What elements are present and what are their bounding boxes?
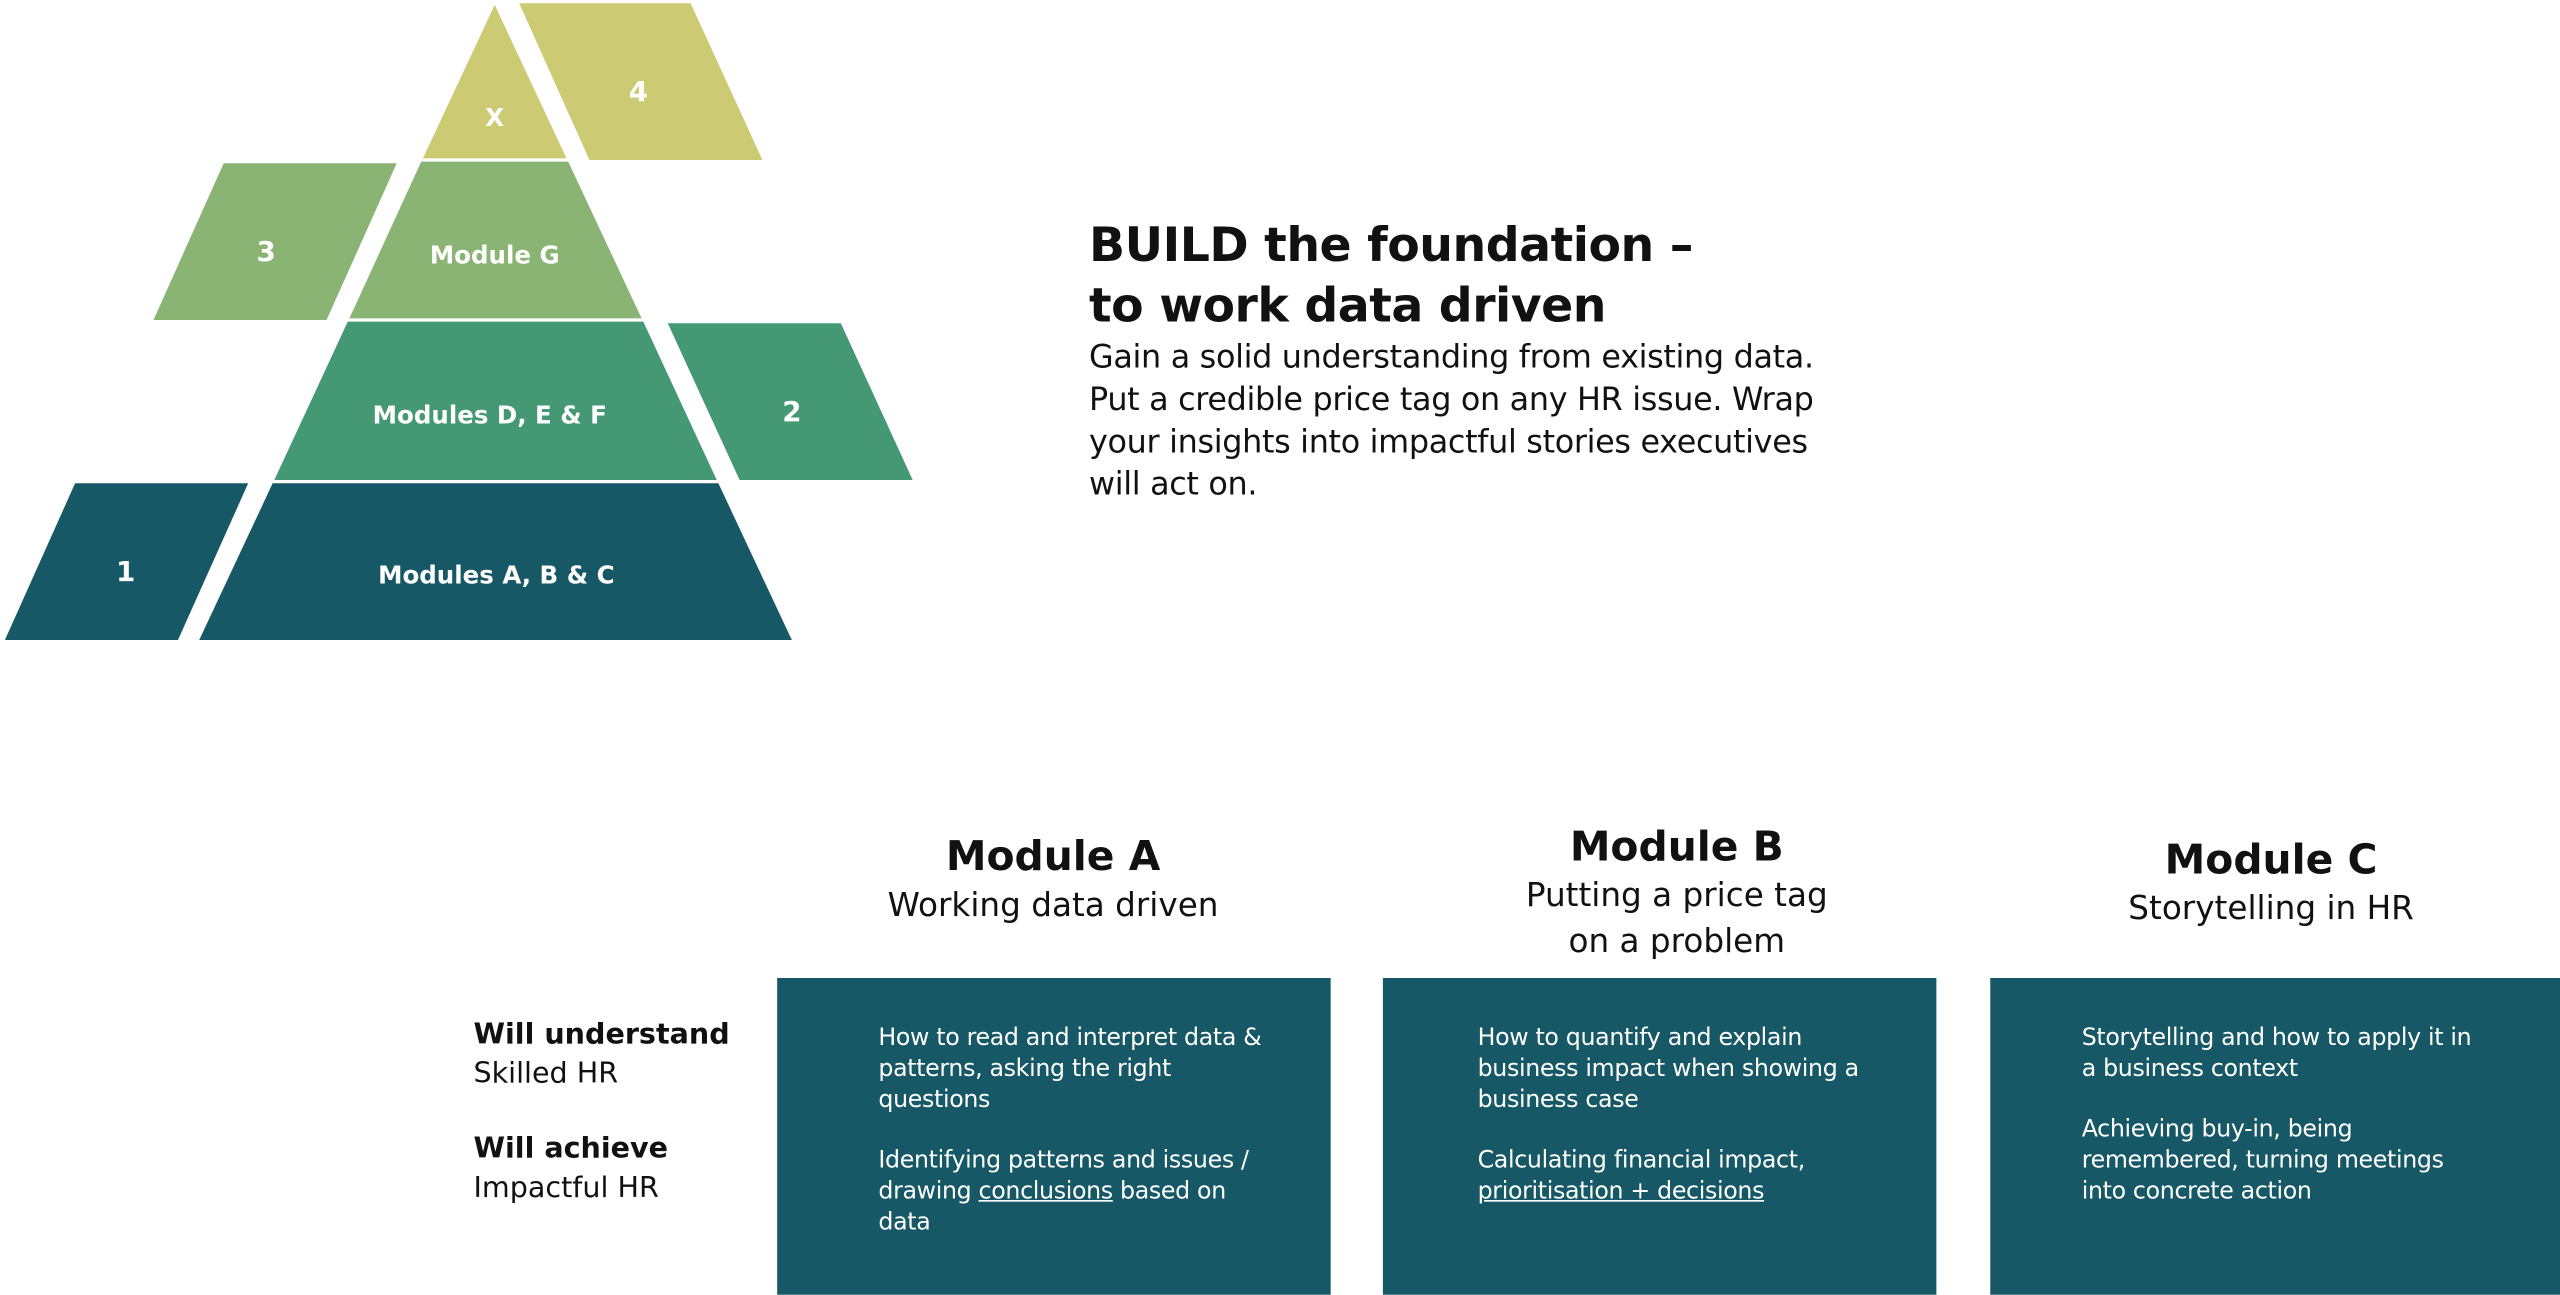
module-title: Module A [945, 832, 1161, 881]
underlined-text: conclusions [978, 1178, 1114, 1205]
side-label-2: 2 [782, 395, 801, 428]
module-subtitle: Working data driven [887, 884, 1219, 925]
label-value: Impactful HR [473, 1172, 659, 1205]
module-title: Module B [1569, 822, 1784, 871]
side-label-3: 3 [256, 235, 275, 268]
module-b-box: How to quantify and explain business imp… [1382, 977, 1937, 1295]
module-a-box: How to read and interpret data & pattern… [777, 977, 1331, 1295]
text: Identifying patterns and issues / drawin… [878, 1147, 1249, 1205]
module-title: Module C [2164, 835, 2378, 884]
tier-label-g: Module G [430, 240, 560, 269]
label-value: Skilled HR [473, 1057, 619, 1091]
module-c-box: Storytelling and how to apply it in a bu… [1990, 977, 2560, 1295]
pyramid-diagram: X Module G Modules D, E & F Modules A, B… [4, 3, 913, 641]
intro-heading: BUILD the foundation – to work data driv… [1089, 216, 1693, 337]
module-b-header: Module B Putting a price tag on a proble… [1399, 823, 1954, 963]
label-understand: Will understand Skilled HR [473, 1016, 729, 1094]
label-title: Will achieve [473, 1133, 669, 1166]
achieve-text: Identifying patterns and issues / drawin… [878, 1146, 1270, 1239]
pyramid-tier-g [349, 161, 642, 319]
side-label-1: 1 [116, 555, 135, 588]
pyramid-tier-abc [199, 483, 792, 641]
pyramid-tier-x [422, 4, 567, 159]
side-label-4: 4 [629, 75, 648, 108]
heading-line-1: BUILD the foundation – [1089, 217, 1693, 273]
tier-label-def: Modules D, E & F [373, 400, 607, 429]
understand-text: How to read and interpret data & pattern… [878, 1025, 1262, 1114]
achieve-text: Achieving buy-in, being remembered, turn… [2082, 1115, 2474, 1208]
achieve-text: Calculating financial impact, prioritisa… [1478, 1146, 1903, 1208]
module-subtitle: on a problem [1568, 920, 1786, 961]
label-achieve: Will achieve Impactful HR [473, 1130, 668, 1208]
module-subtitle: Storytelling in HR [2128, 888, 2414, 928]
text: Achieving buy-in, being remembered, turn… [2081, 1116, 2444, 1205]
module-a-header: Module A Working data driven [776, 833, 1331, 928]
text: based on data [878, 1178, 1226, 1236]
tier-label-abc: Modules A, B & C [378, 560, 615, 589]
heading-line-2: to work data driven [1089, 277, 1607, 334]
understand-text: How to quantify and explain business imp… [1477, 1025, 1860, 1114]
tier-label-x: X [485, 103, 504, 132]
pyramid-tier-def [274, 321, 717, 481]
side-block-1 [4, 483, 249, 641]
side-block-2 [667, 323, 913, 481]
underlined-text: prioritisation + decisions [1477, 1178, 1765, 1205]
intro-body: Gain a solid understanding from existing… [1089, 337, 1814, 503]
understand-text: Storytelling and how to apply it in a bu… [2081, 1025, 2472, 1083]
text: Calculating financial impact, [1477, 1147, 1806, 1174]
module-c-header: Module C Storytelling in HR [1994, 836, 2549, 931]
label-title: Will understand [473, 1018, 730, 1052]
side-block-3 [153, 163, 397, 321]
side-block-4 [519, 3, 763, 161]
module-subtitle: Putting a price tag [1525, 875, 1828, 915]
